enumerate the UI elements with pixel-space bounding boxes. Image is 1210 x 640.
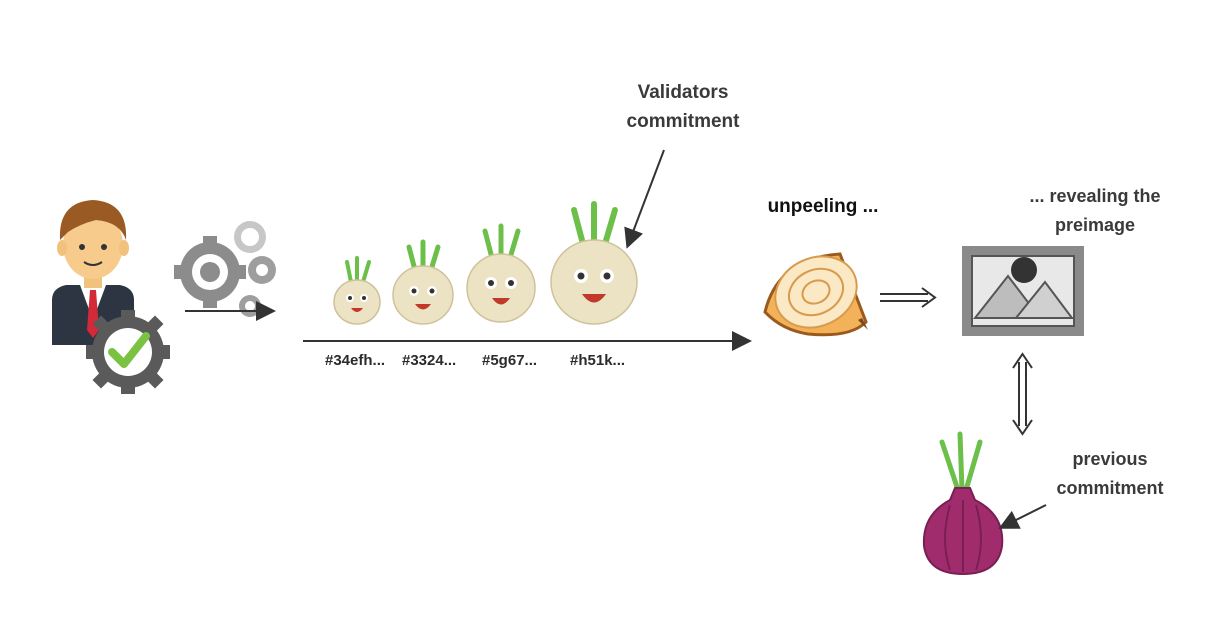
validators-label-line1: Validators [637, 82, 729, 103]
previous-commitment-label: previous commitment [1040, 445, 1180, 503]
previous-label-line1: previous [1072, 449, 1148, 469]
gears-icon [174, 221, 276, 321]
person-icon [52, 200, 134, 345]
hash-label: #34efh... [325, 352, 386, 369]
image-icon [962, 246, 1084, 336]
bidirectional-arrow [1012, 352, 1033, 436]
implies-arrow [880, 287, 937, 308]
validators-label-line2: commitment [626, 111, 740, 132]
previous-pointer-arrow [998, 504, 1047, 529]
previous-label-line2: commitment [1056, 478, 1164, 498]
validators-pointer-arrow [624, 149, 665, 249]
hash-label: #h51k... [570, 352, 626, 369]
unpeeling-label: unpeeling ... [767, 196, 879, 217]
revealing-label-line2: preimage [1054, 215, 1136, 235]
hash-label: #5g67... [482, 352, 538, 369]
sliced-onion-icon [763, 252, 868, 337]
hash-label: #3324... [402, 352, 457, 369]
checkmark-gear-icon [86, 310, 170, 394]
onion-icon [333, 201, 638, 325]
validators-commitment-label: Validators commitment [608, 78, 758, 136]
red-onion-icon [922, 431, 1004, 576]
revealing-label-line1: ... revealing the [1029, 186, 1161, 206]
revealing-preimage-label: ... revealing the preimage [1010, 182, 1180, 240]
